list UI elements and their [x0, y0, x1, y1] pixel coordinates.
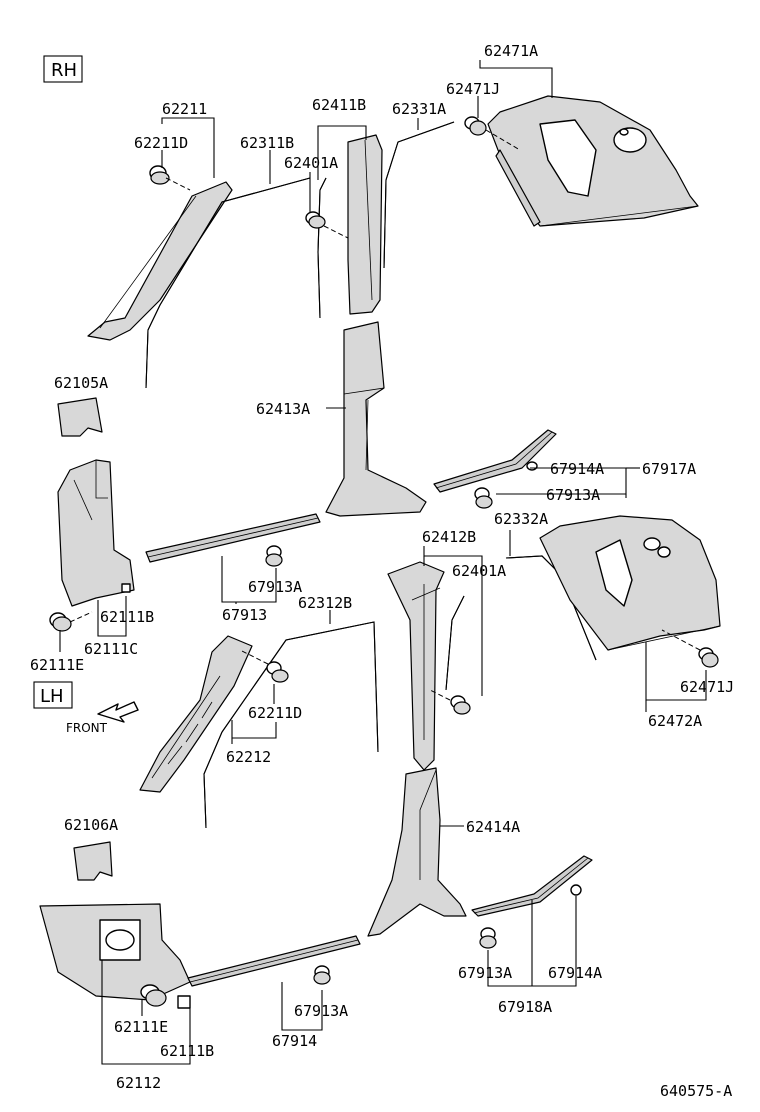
label-62111c: 62111C	[84, 640, 138, 658]
clip-62471j-mid-icon	[661, 629, 719, 668]
clip-67914a-bot-icon	[570, 884, 582, 896]
label-67918a: 67918A	[498, 998, 552, 1016]
clip-67913a-mid-icon	[265, 545, 283, 567]
label-67913a-bot-l: 67913A	[294, 1002, 348, 1020]
label-62111b-bot: 62111B	[160, 1042, 214, 1060]
label-62111e-bot: 62111E	[114, 1018, 168, 1036]
label-62412b: 62412B	[422, 528, 476, 546]
a-pillar-garnish-rh	[87, 181, 233, 341]
label-67914: 67914	[272, 1032, 317, 1050]
clip-67913a-bot-l-icon	[313, 965, 331, 985]
label-62414a: 62414A	[466, 818, 520, 836]
label-62471j-top: 62471J	[446, 80, 500, 98]
front-label: FRONT	[66, 721, 108, 735]
scuff-plate-67913	[145, 513, 321, 563]
label-62105a: 62105A	[54, 374, 108, 392]
label-62211: 62211	[162, 100, 207, 118]
scuff-plate-rear-67918a	[471, 855, 593, 917]
clip-67913a-top-icon	[474, 487, 493, 509]
rh-marker: RH	[43, 55, 83, 83]
label-62471j-mid: 62471J	[680, 678, 734, 696]
label-67913a-top: 67913A	[546, 486, 600, 504]
lh-marker: LH	[33, 681, 73, 709]
b-pillar-lower-lh	[367, 767, 467, 937]
clip-62471j-top-icon	[464, 116, 521, 151]
label-62212: 62212	[226, 748, 271, 766]
part-labels: 62211 62211D 62311B 62411B 62401A 62331A…	[30, 42, 734, 1100]
label-67917a: 67917A	[642, 460, 696, 478]
clip-62111e-top-icon	[49, 611, 93, 632]
label-67914a-top: 67914A	[550, 460, 604, 478]
label-62411b: 62411B	[312, 96, 366, 114]
label-62111e-top: 62111E	[30, 656, 84, 674]
b-pillar-upper-rh	[347, 134, 383, 315]
clip-62211d-icon	[149, 165, 191, 191]
leader-lines	[59, 60, 707, 1065]
pad-62106a	[73, 841, 113, 881]
label-67913a-bot-r: 67913A	[458, 964, 512, 982]
label-62311b: 62311B	[240, 134, 294, 152]
clip-62111e-bot-icon	[140, 984, 167, 1007]
scuff-plate-rear-67917a	[433, 429, 557, 493]
label-67914a-bot: 67914A	[548, 964, 602, 982]
weatherstrip-62312b	[203, 621, 379, 829]
b-pillar-lower-rh	[325, 321, 427, 517]
label-62106a: 62106A	[64, 816, 118, 834]
a-pillar-garnish-lh	[139, 635, 253, 793]
diagram-code: 640575-A	[660, 1082, 732, 1100]
label-62112: 62112	[116, 1074, 161, 1092]
label-62401a-top: 62401A	[284, 154, 338, 172]
weatherstrip-62332a	[505, 555, 597, 661]
kick-panel-lh	[39, 903, 191, 1001]
lh-label: LH	[40, 686, 64, 707]
clip-67914a-top-icon	[526, 461, 538, 471]
label-62413a: 62413A	[256, 400, 310, 418]
front-arrow-icon: FRONT	[66, 701, 139, 735]
weatherstrip-62401a-top	[317, 177, 327, 319]
label-67913: 67913	[222, 606, 267, 624]
weatherstrip-62331a	[383, 121, 455, 269]
b-pillar-upper-lh	[387, 561, 445, 771]
label-62312b: 62312B	[298, 594, 352, 612]
clip-62211d-mid-icon	[239, 649, 289, 683]
label-62211d-mid: 62211D	[248, 704, 302, 722]
quarter-trim-lh	[539, 515, 721, 651]
label-62401a-mid: 62401A	[452, 562, 506, 580]
label-62211d-top: 62211D	[134, 134, 188, 152]
pad-62105a	[57, 397, 103, 437]
quarter-trim-rh	[487, 95, 699, 227]
clip-62401a-icon	[305, 211, 349, 239]
weatherstrip-62311b	[145, 177, 311, 389]
scuff-plate-67914	[187, 935, 361, 987]
label-62471a: 62471A	[484, 42, 538, 60]
label-62472a: 62472A	[648, 712, 702, 730]
rh-label: RH	[51, 60, 77, 81]
label-67913a-mid: 67913A	[248, 578, 302, 596]
clip-67913a-bot-r-icon	[479, 927, 497, 949]
label-62331a: 62331A	[392, 100, 446, 118]
label-62111b-top: 62111B	[100, 608, 154, 626]
clip-62111b-top-icon	[121, 583, 131, 593]
label-62332a: 62332A	[494, 510, 548, 528]
clip-62111b-bot-icon	[177, 995, 191, 1009]
clip-62401a-mid-icon	[429, 689, 471, 715]
weatherstrip-62401a-mid	[445, 595, 465, 691]
kick-panel-rh	[57, 459, 135, 607]
